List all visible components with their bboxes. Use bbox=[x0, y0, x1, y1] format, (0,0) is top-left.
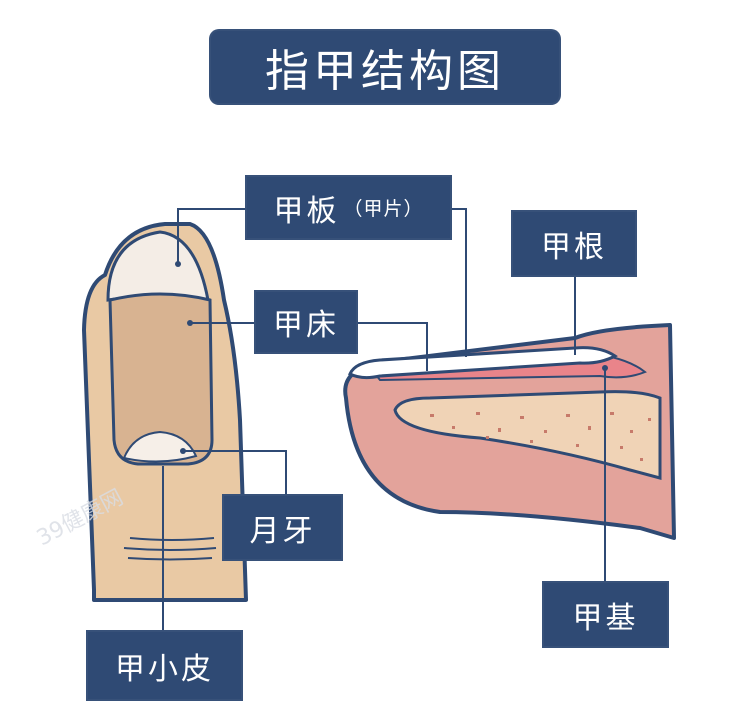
tissue-dots bbox=[430, 412, 651, 461]
section-inner bbox=[393, 390, 662, 480]
leader-dots bbox=[175, 261, 608, 454]
label-nail-matrix: 甲基 bbox=[542, 581, 669, 648]
nail-plate-section bbox=[348, 346, 618, 380]
label-nail-bed: 甲床 bbox=[254, 290, 358, 354]
lunula-shape bbox=[122, 430, 198, 463]
label-nail-plate-text: 甲板 bbox=[273, 193, 340, 229]
nail-plate-shape bbox=[108, 292, 214, 466]
leader-lunula bbox=[183, 450, 287, 494]
label-nail-root: 甲根 bbox=[511, 210, 637, 277]
leader-nail-plate-left bbox=[177, 208, 245, 262]
leader-nail-bed-right bbox=[358, 322, 428, 371]
knuckle-creases bbox=[123, 537, 217, 561]
finger-top-view bbox=[82, 222, 248, 602]
leader-lines bbox=[162, 208, 606, 630]
finger-cross-section bbox=[343, 323, 676, 540]
label-nail-plate: 甲板 （甲片） bbox=[245, 175, 452, 240]
label-nail-plate-alt: （甲片） bbox=[343, 198, 424, 220]
label-lunula: 月牙 bbox=[222, 494, 343, 561]
label-cuticle: 甲小皮 bbox=[86, 630, 243, 701]
leader-nail-plate-right bbox=[452, 208, 467, 357]
page-title: 指甲结构图 bbox=[209, 29, 561, 105]
